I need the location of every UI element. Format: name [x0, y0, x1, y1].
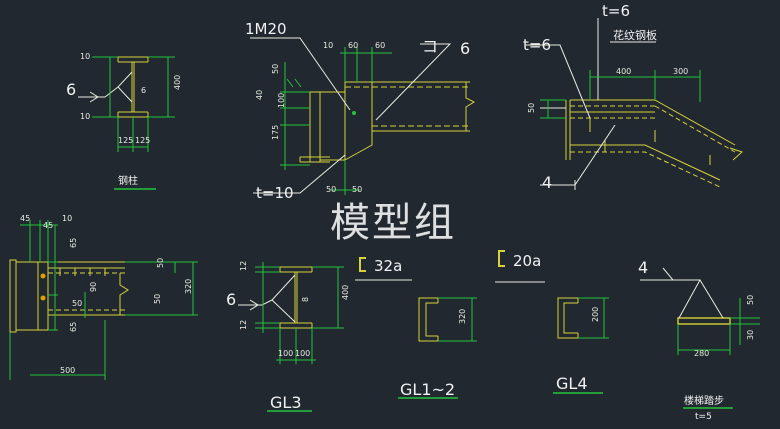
dim-text: 90	[89, 282, 98, 292]
dim-text: 45	[20, 214, 30, 223]
gl3-section	[238, 262, 344, 412]
label-gl12: GL1~2	[400, 380, 455, 399]
dim-text: 125	[118, 136, 133, 145]
dim-text: 45	[43, 221, 53, 230]
dim-text: 10	[62, 214, 72, 223]
gl4-channel-section	[495, 250, 609, 394]
channel-symbol-connection: コ	[422, 37, 438, 56]
dim-text: 100	[278, 349, 293, 358]
dim-text: 500	[60, 366, 75, 375]
weld-size-6-column: 6	[66, 80, 76, 99]
dim-text: 400	[173, 75, 182, 90]
dim-text: 280	[694, 349, 709, 358]
weld-size-4-stringer: 4	[542, 173, 552, 192]
dim-text: 50	[746, 295, 755, 305]
dim-text: 100	[295, 349, 310, 358]
dim-text: 50	[271, 64, 280, 74]
label-t6-left: t=6	[523, 36, 551, 54]
dim-text: 50	[326, 185, 336, 194]
dim-text: 12	[239, 261, 248, 271]
dim-text: 300	[673, 67, 688, 76]
label-huawen: 花纹钢板	[613, 28, 657, 42]
dim-text: 125	[135, 136, 150, 145]
bolt-connection-detail	[250, 37, 476, 195]
dim-text: 40	[255, 90, 264, 100]
dim-text: 100	[277, 93, 286, 108]
dim-text: 175	[271, 125, 280, 140]
label-c32a: 32a	[374, 257, 402, 275]
label-t6-right: t=6	[602, 2, 630, 20]
dim-text: 65	[69, 322, 78, 332]
dim-text: 400	[341, 285, 350, 300]
dim-text: 10	[323, 41, 333, 50]
dim-text: 60	[348, 41, 358, 50]
beam-column-elevation	[9, 220, 198, 380]
dim-text: 50	[352, 185, 362, 194]
dim-text: 50	[72, 299, 82, 308]
dim-text: 50	[153, 294, 162, 304]
label-gl3: GL3	[270, 393, 302, 412]
label-t10: t=10	[256, 184, 294, 202]
dim-text: 8	[301, 297, 310, 302]
label-gangzhu: 钢柱	[118, 174, 138, 187]
dim-text: 12	[239, 320, 248, 330]
drawing-labels: 钢柱 1M20 t=10 t=6 t=6 花纹钢板 GL3 GL1~2 GL4 …	[66, 2, 724, 422]
weld-size-6-connection: 6	[460, 39, 470, 58]
dim-text: 200	[591, 307, 600, 322]
watermark-text: 模型组	[330, 200, 456, 246]
dim-text: 65	[69, 238, 78, 248]
dim-text: 50	[527, 103, 536, 113]
dim-text: 50	[156, 258, 165, 268]
stair-stringer-detail	[525, 18, 743, 190]
dim-text: 30	[746, 330, 755, 340]
dim-text: 10	[80, 112, 90, 121]
dim-text: 10	[80, 52, 90, 61]
label-m20: 1M20	[245, 20, 287, 38]
label-t5: t=5	[695, 412, 712, 422]
dim-text: 6	[141, 86, 146, 95]
gl1-2-channel-section	[355, 257, 477, 399]
label-c20a: 20a	[513, 252, 541, 270]
steel-column-section	[78, 56, 175, 190]
label-taibu: 楼梯踏步	[684, 394, 724, 407]
weld-size-4-tread: 4	[638, 258, 648, 277]
weld-size-6-gl3: 6	[226, 290, 236, 309]
dim-text: 320	[184, 279, 193, 294]
label-gl4: GL4	[556, 374, 588, 393]
dim-text: 320	[458, 309, 467, 324]
dim-text: 60	[375, 41, 385, 50]
dim-text: 400	[616, 67, 631, 76]
dimension-values: 10 10 400 6 125 125 10 60 60 50 40 100 1…	[20, 41, 755, 375]
stair-tread-section	[640, 267, 760, 409]
